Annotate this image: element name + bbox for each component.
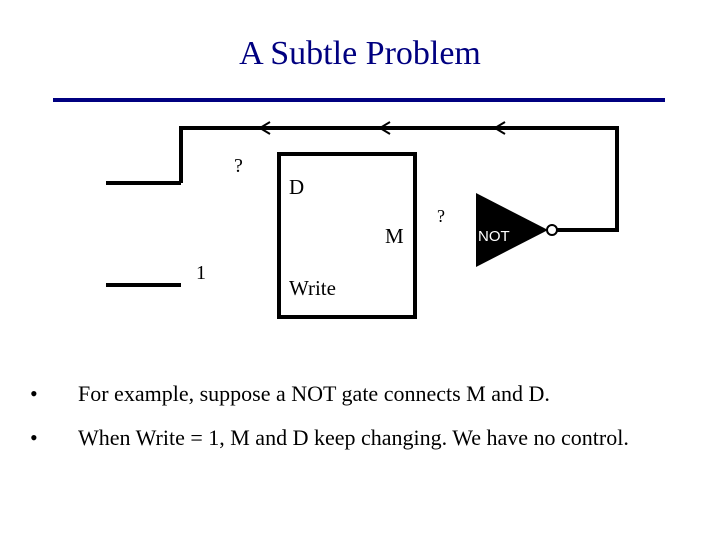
bullet-item: • When Write = 1, M and D keep changing. … [30,424,710,452]
not-gate-bubble-icon [546,224,558,236]
write-input-value-label: 1 [196,262,206,284]
feedback-arrow-left-icon [258,121,271,135]
feedback-arrow-middle-icon [378,121,391,135]
bullet-item: • For example, suppose a NOT gate connect… [30,380,710,408]
feedback-arrow-right-icon [493,121,506,135]
bullet-text: When Write = 1, M and D keep changing. W… [78,425,629,450]
memory-element-box [277,152,417,319]
d-input-value-label: ? [234,155,243,177]
bullet-mark: • [30,425,38,450]
not-gate-label-text: NOT [478,228,510,245]
not-gate-body [476,193,548,267]
bullet-text: For example, suppose a NOT gate connects… [78,381,550,406]
not-gate-label: NOT [478,228,510,245]
output-value-label: ? [437,206,445,226]
bullet-mark: • [30,381,38,406]
title-underline [53,98,665,102]
port-write-label: Write [289,276,336,300]
feedback-wire [179,126,619,232]
port-d-label: D [289,175,304,199]
slide-title: A Subtle Problem [239,35,481,72]
port-m-label: M [385,224,404,248]
